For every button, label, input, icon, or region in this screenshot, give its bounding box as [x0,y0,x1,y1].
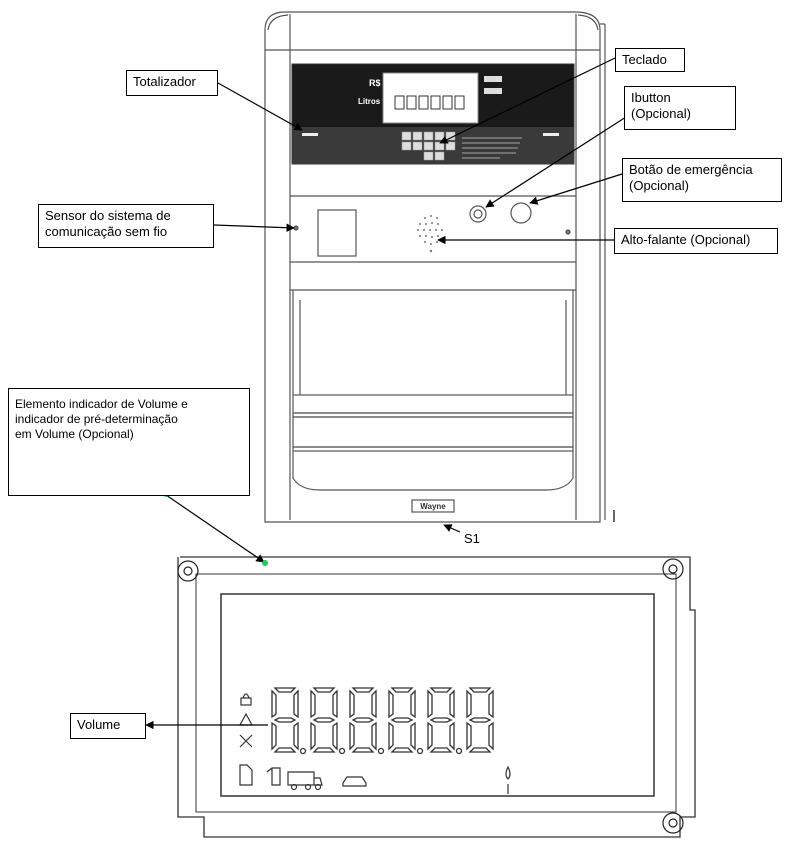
corner-screw [177,558,684,834]
lock-shackle-icon [242,693,250,699]
digit-segment [273,687,297,693]
currency-label: R$ [369,78,381,88]
warning-icon [238,712,254,726]
callout-sensor: Sensor do sistema de comunicação sem fio [38,204,214,248]
digit-segment [273,747,297,753]
digit-segment [466,689,472,719]
callout-teclado: Teclado [615,48,685,72]
digit-segment [293,721,299,751]
digit-segment [332,689,338,719]
truck-icon [287,771,323,786]
digit-segment [429,747,453,753]
lock-icon [240,697,252,706]
digit-segment [312,747,336,753]
digit-segment [271,721,277,751]
digit-segment [273,717,297,723]
digit-segment [271,689,277,719]
decimal-point [338,747,346,755]
callout-alto-falante: Alto-falante (Opcional) [614,228,778,254]
leader-lines [145,57,641,730]
digit-segment [410,721,416,751]
leader-totalizador [217,82,303,131]
digit-segment [293,689,299,719]
display-panel [291,63,575,165]
volume-display-module [177,556,696,838]
digit-segment [351,747,375,753]
digit-segment [388,721,394,751]
digit-segment [312,687,336,693]
digit-segment [466,721,472,751]
callout-ibutton: Ibutton (Opcional) [624,86,736,130]
digit-segment [390,717,414,723]
drop-icon [505,765,511,780]
liters-label: Litros [358,97,381,106]
pump-middle-section [290,195,576,291]
digit-segment [410,689,416,719]
digit-segment [429,687,453,693]
decimal-point [377,747,385,755]
callout-elemento-indicador: Elemento indicador de Volume e indicador… [8,388,250,496]
digit-segment [449,721,455,751]
decimal-point [455,747,463,755]
nozzle-icon [266,767,281,786]
digit-segment [427,689,433,719]
digit-segment [371,689,377,719]
digit-segment [312,717,336,723]
speaker-grille [417,215,443,253]
volume-digits [271,687,494,755]
digit-segment [310,721,316,751]
digit-segment [371,721,377,751]
indicator-dot [262,560,268,566]
digit-segment [349,689,355,719]
status-icons [238,693,511,794]
digit-segment [427,721,433,751]
leader-botao [529,173,623,205]
leader-sensor [213,223,295,232]
digit-segment [351,717,375,723]
digit-segment [488,689,494,719]
leader-elemento [165,494,265,563]
seven-segment-digit [466,687,494,753]
fuel-pump-illustration [264,11,606,523]
seven-segment-digit [271,687,307,755]
tools-icon [239,734,253,748]
digit-segment [449,689,455,719]
seven-segment-digit [349,687,385,755]
digit-segment [468,747,492,753]
callout-volume: Volume [70,713,146,739]
digit-segment [310,689,316,719]
digit-segment [488,721,494,751]
label-s1: S1 [464,531,480,546]
digit-segment [349,721,355,751]
seven-segment-digit [427,687,463,755]
fuel-pump-icon [239,764,253,786]
car-icon [342,776,367,787]
digit-segment [390,747,414,753]
digit-segment [388,689,394,719]
digit-segment [390,687,414,693]
digit-segment [468,717,492,723]
leader-ibutton [485,107,641,208]
seven-segment-digit [310,687,346,755]
pump-lower-section [292,290,615,522]
callout-botao-emergencia: Botão de emergência (Opcional) [622,158,782,202]
callout-totalizador: Totalizador [126,70,218,96]
decimal-point [299,747,307,755]
digit-segment [468,687,492,693]
leader-teclado [439,57,616,144]
digit-segment [351,687,375,693]
brand-logo: Wayne [420,502,446,511]
decimal-point [416,747,424,755]
digit-segment [332,721,338,751]
seven-segment-digit [388,687,424,755]
digit-segment [429,717,453,723]
leader-s1 [443,524,461,533]
